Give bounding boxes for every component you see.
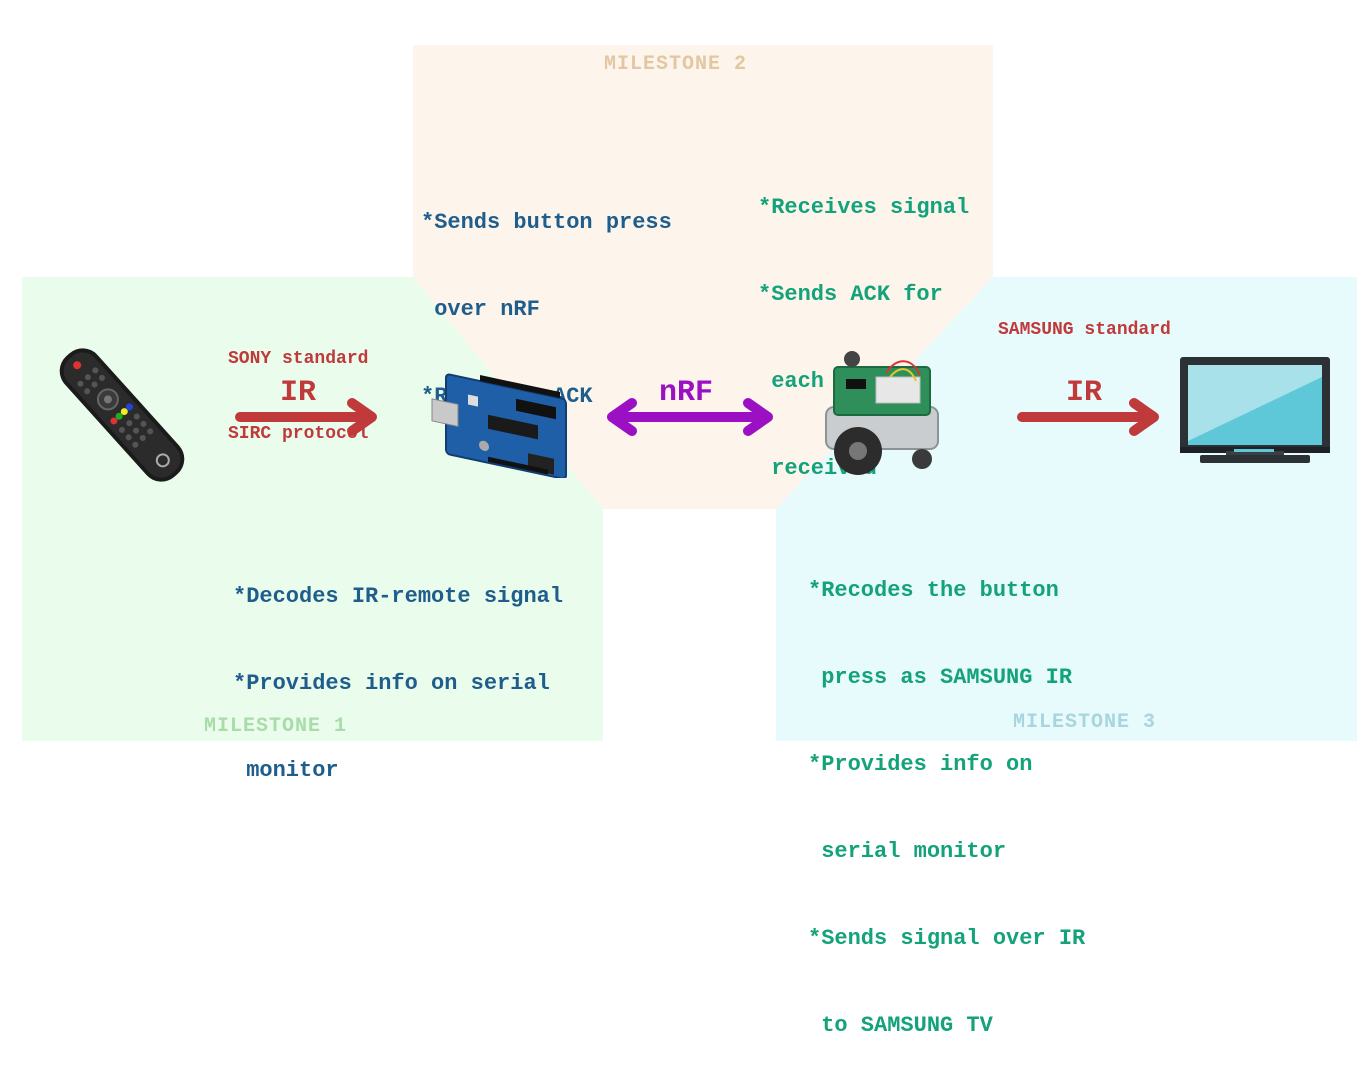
robot-car-icon [825, 351, 939, 475]
milestone-3-title: MILESTONE 3 [1013, 711, 1157, 734]
nrf-label: nRF [659, 376, 714, 410]
note-line: to SAMSUNG TV [808, 1013, 993, 1038]
note-line: over nRF [421, 297, 540, 322]
note-line: *Decodes IR-remote signal [233, 584, 564, 609]
arrows-layer [235, 398, 1159, 436]
note-line: monitor [233, 758, 339, 783]
milestone-3-notes: *Recodes the button press as SAMSUNG IR … [808, 518, 1085, 1069]
zone-backgrounds [22, 45, 1357, 741]
remote-control-icon [59, 348, 185, 482]
milestone-2-title: MILESTONE 2 [604, 53, 748, 76]
ir-left-label: IR [280, 376, 317, 410]
sony-line-1: SONY standard [228, 349, 369, 369]
note-line: press as SAMSUNG IR [808, 665, 1073, 690]
note-line: *Provides info on [808, 752, 1033, 777]
note-line: serial monitor [808, 839, 1007, 864]
ir-right-label: IR [1066, 376, 1103, 410]
note-line: *Sends button press [421, 210, 672, 235]
milestone-1-notes: *Decodes IR-remote signal *Provides info… [233, 524, 563, 814]
sony-line-2: SIRC protocol [228, 424, 369, 444]
arduino-board-icon [431, 373, 567, 478]
samsung-protocol-label: SAMSUNG standard [998, 320, 1171, 340]
note-line: *Sends ACK for [758, 282, 943, 307]
television-icon [1180, 357, 1330, 463]
milestone-2-right-notes: *Receives signal *Sends ACK for each pac… [758, 135, 969, 512]
nrf-bidirectional-arrow [607, 398, 773, 436]
note-line: *Provides info on serial [233, 671, 550, 696]
ir-left-arrow [235, 398, 377, 436]
ir-right-arrow [1017, 398, 1159, 436]
note-line: *Receives signal [758, 195, 970, 220]
milestone-1-title: MILESTONE 1 [204, 715, 348, 738]
note-line: *Sends signal over IR [808, 926, 1086, 951]
note-line: *Recodes the button [808, 578, 1059, 603]
sony-protocol-label: SONY standard SIRC protocol [228, 297, 368, 472]
